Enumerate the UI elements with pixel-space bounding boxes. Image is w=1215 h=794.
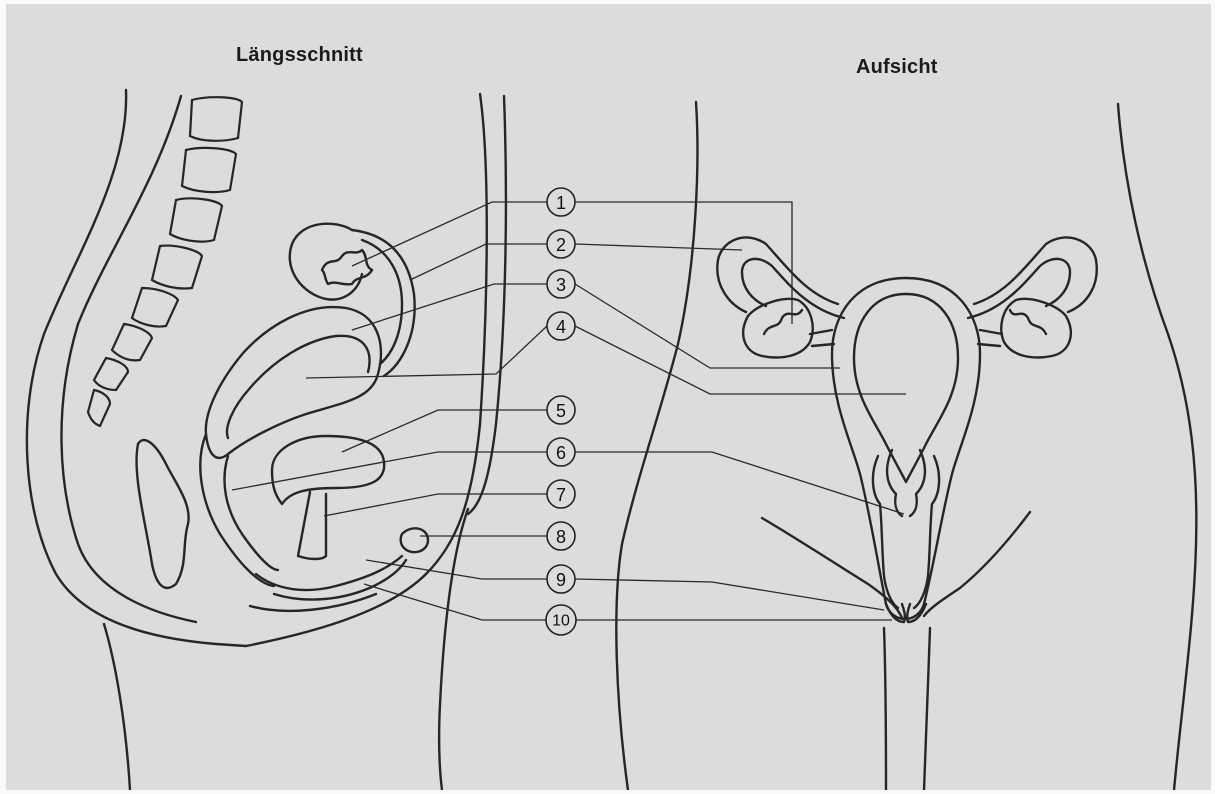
label-1: 1 — [547, 188, 575, 216]
label-2: 2 — [547, 230, 575, 258]
rectum — [137, 440, 189, 588]
label-3: 3 — [547, 270, 575, 298]
ovary-side — [322, 250, 372, 284]
vagina-side — [200, 434, 274, 586]
svg-text:3: 3 — [556, 275, 566, 295]
svg-text:9: 9 — [556, 570, 566, 590]
bladder — [272, 436, 384, 504]
svg-text:8: 8 — [556, 527, 566, 547]
thigh-outline — [104, 624, 130, 790]
left-ovary-fimbria — [764, 310, 802, 334]
diagram-sheet: Längsschnitt Aufsicht — [6, 4, 1211, 790]
svg-text:5: 5 — [556, 401, 566, 421]
fallopian-tube-side — [290, 224, 362, 300]
label-5: 5 — [547, 396, 575, 424]
svg-text:4: 4 — [556, 317, 566, 337]
pubic-symphysis — [401, 528, 428, 552]
svg-text:10: 10 — [552, 613, 570, 630]
svg-text:2: 2 — [556, 235, 566, 255]
label-6: 6 — [547, 438, 575, 466]
right-ligament — [978, 330, 1002, 346]
label-7: 7 — [547, 480, 575, 508]
cervix-left — [873, 456, 898, 608]
anatomy-diagram: 1 2 3 4 5 6 7 8 9 10 — [6, 4, 1211, 790]
right-tube-inner — [968, 259, 1070, 318]
perineum — [256, 556, 402, 590]
left-ligament — [810, 330, 834, 346]
body-outline-right — [1118, 104, 1196, 790]
abdomen-outline — [246, 94, 487, 646]
urethra — [298, 492, 326, 559]
uterus-cavity — [854, 294, 958, 482]
leg-inner-left — [884, 628, 886, 790]
cervix-right — [914, 456, 939, 608]
svg-text:6: 6 — [556, 443, 566, 463]
svg-text:1: 1 — [556, 193, 566, 213]
right-ovary-fimbria — [1010, 310, 1046, 334]
right-ovary — [1001, 299, 1071, 358]
label-10: 10 — [546, 605, 576, 635]
abdomen-front-line — [468, 96, 506, 514]
left-ovary — [743, 299, 813, 358]
label-8: 8 — [547, 522, 575, 550]
spine — [88, 97, 242, 426]
uterus-cavity-side — [227, 336, 370, 438]
longitudinal-section-drawing — [27, 90, 506, 790]
label-4: 4 — [547, 312, 575, 340]
body-outline-left — [616, 102, 697, 790]
svg-text:7: 7 — [556, 485, 566, 505]
leg-inner-right — [924, 628, 930, 790]
label-9: 9 — [547, 565, 575, 593]
vulva-line — [250, 594, 376, 611]
uterus-outline — [832, 278, 980, 619]
top-view-drawing — [616, 102, 1196, 790]
